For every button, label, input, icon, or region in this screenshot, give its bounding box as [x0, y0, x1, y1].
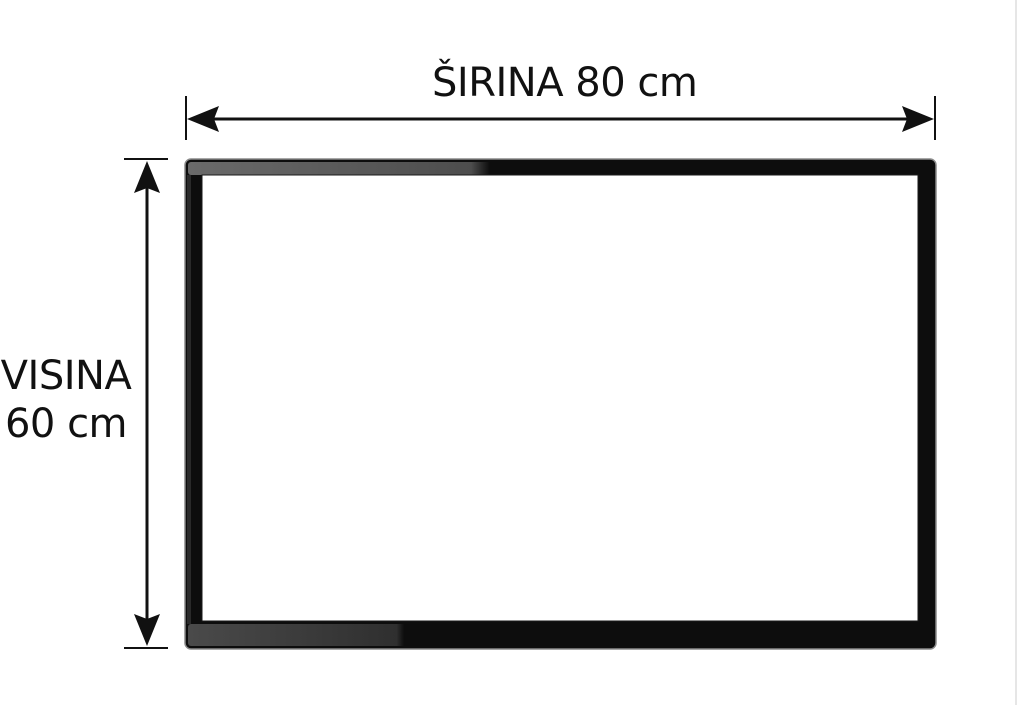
- frame-left-edge-shade: [187, 175, 191, 624]
- height-arrow-bottom-head-icon: [134, 614, 160, 646]
- frame-top-highlight: [188, 162, 933, 175]
- height-arrow-top-head-icon: [134, 161, 160, 193]
- width-dimension-arrow: [185, 96, 936, 140]
- right-edge-divider: [1015, 0, 1017, 705]
- picture-frame: [184, 158, 937, 650]
- width-label: ŠIRINA 80 cm: [432, 60, 698, 106]
- height-label-line1: VISINA: [0, 353, 132, 399]
- frame-inner-area: [201, 174, 919, 622]
- height-dimension-arrow: [124, 158, 168, 649]
- width-arrow-right-head-icon: [902, 106, 934, 132]
- height-label-line2: 60 cm: [4, 401, 128, 447]
- width-arrow-left-head-icon: [187, 106, 219, 132]
- frame-bottom-highlight: [188, 624, 933, 646]
- height-label: VISINA 60 cm: [0, 352, 132, 448]
